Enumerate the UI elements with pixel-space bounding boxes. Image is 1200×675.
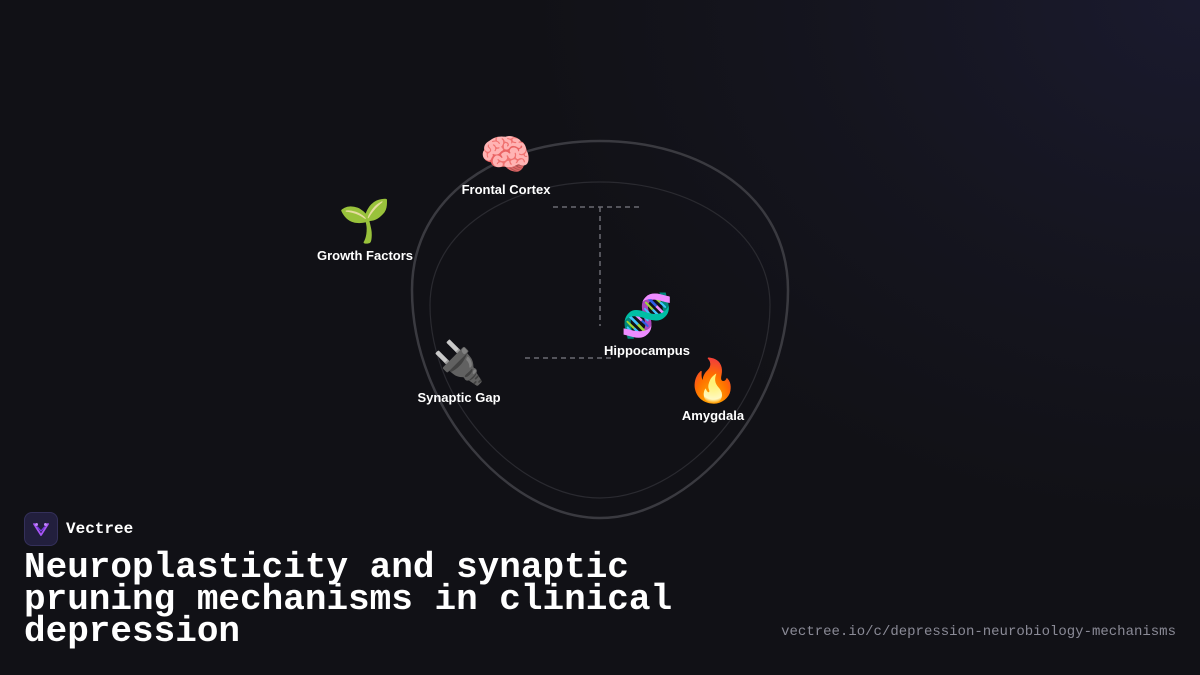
node-growth-factors[interactable]: 🌱 Growth Factors	[285, 196, 445, 263]
node-hippocampus[interactable]: 🧬 Hippocampus	[567, 291, 727, 358]
node-label: Synaptic Gap	[417, 390, 501, 405]
brain-icon: 🧠	[479, 130, 533, 179]
node-label: Frontal Cortex	[461, 182, 551, 197]
brand-name: Vectree	[66, 520, 134, 538]
seedling-icon: 🌱	[338, 196, 392, 245]
brand[interactable]: Vectree	[24, 512, 133, 546]
node-label: Hippocampus	[604, 343, 690, 358]
plug-icon: 🔌	[432, 338, 486, 387]
inner-brain-outline	[429, 181, 771, 499]
node-amygdala[interactable]: 🔥 Amygdala	[633, 356, 793, 423]
fire-icon: 🔥	[686, 356, 740, 405]
node-label: Growth Factors	[316, 248, 414, 263]
source-url[interactable]: vectree.io/c/depression-neurobiology-mec…	[781, 624, 1176, 640]
outer-brain-outline	[410, 139, 790, 520]
dna-icon: 🧬	[620, 291, 674, 340]
node-label: Amygdala	[681, 408, 745, 423]
vectree-logo-icon	[24, 512, 58, 546]
node-frontal-cortex[interactable]: 🧠 Frontal Cortex	[426, 130, 586, 197]
page-title: Neuroplasticity and synaptic pruning mec…	[24, 547, 673, 652]
vectree-logo-mark	[33, 523, 49, 536]
node-synaptic-gap[interactable]: 🔌 Synaptic Gap	[379, 338, 539, 405]
